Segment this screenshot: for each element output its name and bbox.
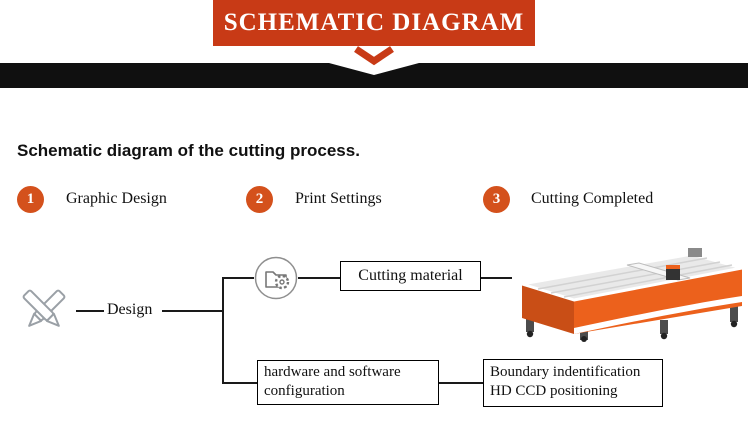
connector-line [439, 382, 483, 384]
cutting-machine-image [520, 248, 744, 342]
step-badge-1: 1 [17, 186, 44, 213]
hardware-config-box: hardware and software configuration [257, 360, 439, 405]
boundary-box: Boundary indentification HD CCD position… [483, 359, 663, 407]
connector-line [76, 310, 104, 312]
connector-line [224, 382, 257, 384]
boundary-line2: HD CCD positioning [490, 383, 618, 399]
chevron-down-icon [354, 46, 394, 66]
step-number: 3 [492, 191, 501, 207]
boundary-line1: Boundary indentification [490, 364, 641, 380]
design-label: Design [107, 301, 153, 318]
connector-line [298, 277, 340, 279]
step-number: 1 [26, 191, 35, 207]
page-heading: Schematic diagram of the cutting process… [17, 141, 360, 160]
folder-gear-icon [254, 256, 298, 300]
step-label-1: Graphic Design [66, 190, 167, 207]
pencil-design-icon [22, 289, 66, 327]
step-badge-2: 2 [246, 186, 273, 213]
cutting-material-box: Cutting material [340, 261, 481, 291]
hardware-line1: hardware and software [264, 364, 401, 380]
ribbon-banner: SCHEMATIC DIAGRAM [213, 0, 535, 46]
connector-line [222, 277, 224, 384]
step-number: 2 [255, 191, 264, 207]
banner-notch [329, 63, 419, 75]
step-label-3: Cutting Completed [531, 190, 654, 207]
hardware-line2: configuration [264, 383, 345, 399]
connector-line [224, 277, 254, 279]
step-label-2: Print Settings [295, 190, 382, 207]
step-badge-3: 3 [483, 186, 510, 213]
connector-line [162, 310, 224, 312]
connector-line [481, 277, 512, 279]
banner-title: SCHEMATIC DIAGRAM [223, 9, 525, 36]
cutting-material-label: Cutting material [358, 267, 463, 284]
